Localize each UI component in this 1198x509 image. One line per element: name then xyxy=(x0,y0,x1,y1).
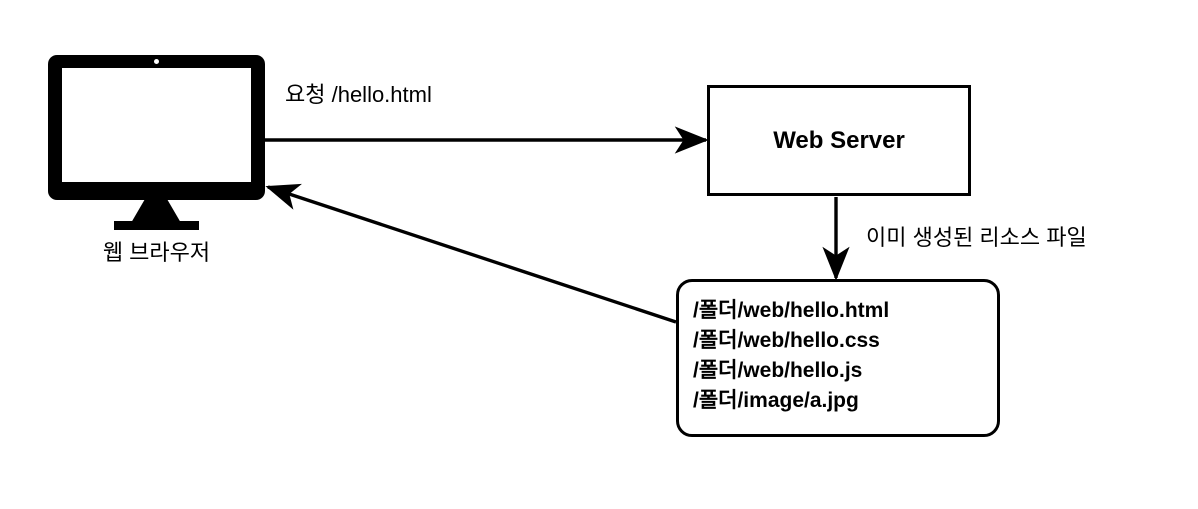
monitor-camera-icon xyxy=(154,59,159,64)
file-path-item: /폴더/image/a.jpg xyxy=(693,389,859,412)
node-resource-files: /폴더/web/hello.html /폴더/web/hello.css /폴더… xyxy=(676,279,1000,437)
node-web-server: Web Server xyxy=(707,85,971,196)
monitor-screen-icon xyxy=(62,68,251,182)
file-path-item: /폴더/web/hello.css xyxy=(693,329,880,352)
monitor-stand-neck-icon xyxy=(131,199,181,223)
file-path-item: /폴더/web/hello.html xyxy=(693,299,890,322)
monitor-stand-base-icon xyxy=(114,221,199,230)
file-path-item: /폴더/web/hello.js xyxy=(693,359,863,382)
arrow-response xyxy=(265,183,677,324)
edge-label-resource: 이미 생성된 리소스 파일 xyxy=(866,225,1087,250)
web-server-label: Web Server xyxy=(773,126,905,154)
edge-label-request: 요청 /hello.html xyxy=(285,82,432,107)
browser-label: 웹 브라우저 xyxy=(102,240,211,265)
